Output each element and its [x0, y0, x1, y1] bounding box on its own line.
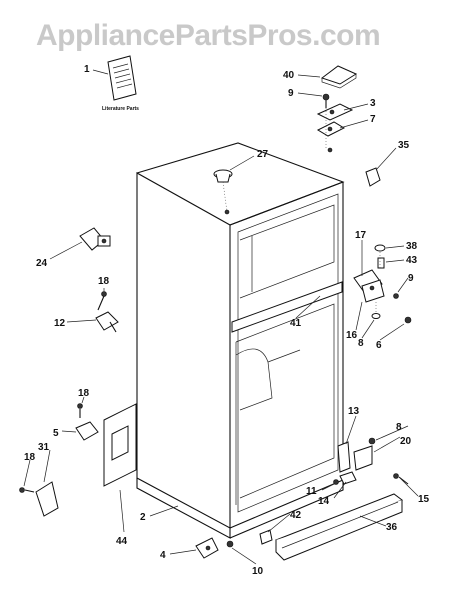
- hinge-shim-part: [316, 121, 346, 137]
- callout-24: 24: [36, 258, 48, 269]
- callout-18-bottom: 18: [24, 452, 36, 463]
- callout-27: 27: [257, 149, 269, 160]
- callout-10: 10: [252, 566, 264, 577]
- cabinet: [136, 142, 345, 539]
- callout-16: 16: [346, 330, 358, 341]
- callout-18-left: 18: [98, 276, 110, 287]
- callout-9-top: 9: [288, 88, 294, 99]
- watermark-text: AppliancePartsPros.com: [36, 19, 380, 52]
- callout-8-mid: 8: [358, 338, 364, 349]
- callout-40: 40: [283, 70, 295, 81]
- literature-label: Literature Parts: [102, 106, 139, 112]
- callout-3: 3: [370, 98, 376, 109]
- lower-left-bracket: [75, 421, 99, 441]
- callout-35: 35: [398, 140, 410, 151]
- callout-numbers: 1 40 9 3 7 35 27 24 18 12 17 38 43 9 16 …: [24, 64, 430, 577]
- left-leveler-part: [95, 311, 119, 333]
- left-cover-part: [35, 481, 59, 517]
- callout-9-right: 9: [408, 273, 414, 284]
- center-hinge-nut-6: [404, 316, 412, 324]
- side-plate-part: [103, 403, 137, 487]
- center-hinge-screw-9: [393, 293, 399, 299]
- callout-1: 1: [84, 64, 90, 75]
- callout-2: 2: [140, 512, 146, 523]
- handle-bracket-part: [79, 227, 111, 251]
- literature-parts-part: Literature Parts: [102, 55, 139, 112]
- callout-18-lower: 18: [78, 388, 90, 399]
- callout-12: 12: [54, 318, 66, 329]
- roller-part: [226, 540, 234, 548]
- left-screw-part: [97, 291, 107, 311]
- toe-grille-clip: [259, 529, 273, 545]
- callout-36: 36: [386, 522, 398, 533]
- callout-4: 4: [160, 550, 166, 561]
- center-hinge-part: [353, 269, 385, 303]
- callout-11: 11: [306, 486, 317, 497]
- callout-14: 14: [318, 496, 330, 507]
- callout-20: 20: [400, 436, 412, 447]
- callout-41: 41: [290, 318, 302, 329]
- callout-13: 13: [348, 406, 360, 417]
- callout-8-lower: 8: [396, 422, 402, 433]
- callout-5: 5: [53, 428, 59, 439]
- callout-17: 17: [355, 230, 367, 241]
- right-bottom-hinge: [353, 437, 376, 471]
- callout-38: 38: [406, 241, 418, 252]
- bottom-hinge-bracket: [337, 441, 351, 473]
- leader-lines: [23, 69, 419, 565]
- toe-grille-part: [275, 493, 404, 561]
- center-hinge-pin-43: [377, 257, 385, 269]
- lower-left-screw-18: [19, 487, 35, 493]
- hinge-plug-part: [365, 167, 381, 187]
- hinge-cover-part: [320, 65, 358, 89]
- callout-6: 6: [376, 340, 382, 351]
- top-hinge-screw: [322, 93, 330, 108]
- callout-42: 42: [290, 510, 302, 521]
- center-hinge-washer-8: [371, 313, 381, 319]
- lower-left-screw: [77, 403, 83, 418]
- callout-7: 7: [370, 114, 376, 125]
- bottom-hinge-part: [195, 537, 219, 559]
- top-hinge-part: [316, 103, 354, 121]
- bottom-fasteners: [333, 471, 409, 485]
- callout-43: 43: [406, 255, 418, 266]
- top-plug-part: [213, 169, 233, 183]
- callout-44: 44: [116, 536, 128, 547]
- callout-31: 31: [38, 442, 50, 453]
- callout-15: 15: [418, 494, 430, 505]
- center-hinge-washer-38: [374, 244, 386, 252]
